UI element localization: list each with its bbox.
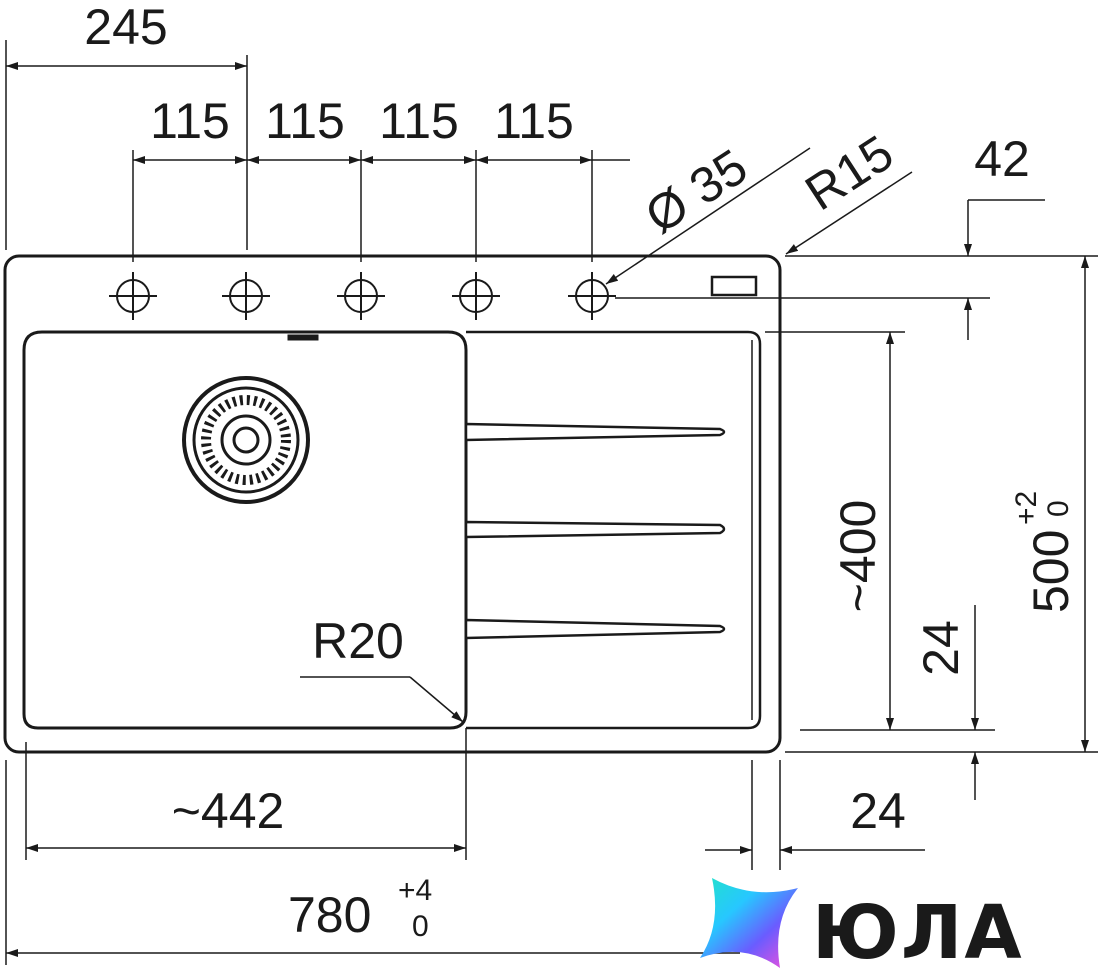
dimension-labels: 245 115 115 115 115 Ø 35 R15 42 ~400 500… <box>84 0 1079 943</box>
logo-wordmark: ЮЛА <box>812 890 1024 976</box>
dim-780-value: 780 <box>288 887 371 943</box>
dim-corner-radius-r15: R15 <box>795 124 902 221</box>
dim-780-tol-upper: +4 <box>398 874 432 907</box>
dim-overall-width: 780 +4 0 <box>288 874 432 943</box>
dim-115-a: 115 <box>150 93 230 149</box>
dim-780-tol-lower: 0 <box>412 910 429 943</box>
bowl-outline <box>22 330 468 730</box>
dim-115-c: 115 <box>379 93 459 149</box>
drainboard-grooves <box>464 422 726 640</box>
overflow-slot <box>287 334 319 341</box>
dim-500-tol-lower: 0 <box>1042 500 1075 517</box>
tap-holes <box>109 272 616 320</box>
dim-500-value: 500 <box>1023 530 1079 613</box>
dim-24-vertical: 24 <box>913 620 969 676</box>
groove-1 <box>464 422 726 442</box>
dim-115-b: 115 <box>265 93 345 149</box>
dimension-lines <box>5 40 1098 965</box>
tap-hole-3 <box>337 272 385 320</box>
groove-2 <box>464 520 726 539</box>
dim-24-horizontal: 24 <box>850 783 906 839</box>
dim-500-tol-upper: +2 <box>1010 491 1043 525</box>
dim-overall-depth: 500 +2 0 <box>1010 491 1079 613</box>
drainboard-outline <box>466 330 762 730</box>
dim-bowl-height: ~400 <box>830 500 886 613</box>
tap-hole-5 <box>568 272 616 320</box>
drain-strainer-icon <box>182 376 310 504</box>
sink-outer-frame <box>3 254 782 754</box>
logo-star-icon <box>700 878 798 968</box>
dim-42: 42 <box>974 131 1030 187</box>
dim-245: 245 <box>84 0 167 55</box>
tap-plate <box>710 275 758 297</box>
tap-hole-2 <box>222 272 270 320</box>
groove-3 <box>464 618 726 640</box>
tap-hole-1 <box>109 272 157 320</box>
sink-outline <box>3 254 782 754</box>
dim-bowl-radius-r20: R20 <box>312 613 404 669</box>
tap-hole-4 <box>452 272 500 320</box>
dim-bowl-width: ~442 <box>172 783 285 839</box>
dim-hole-diameter: Ø 35 <box>635 138 756 244</box>
dim-115-d: 115 <box>494 93 574 149</box>
yula-logo: ЮЛА <box>700 878 1024 976</box>
